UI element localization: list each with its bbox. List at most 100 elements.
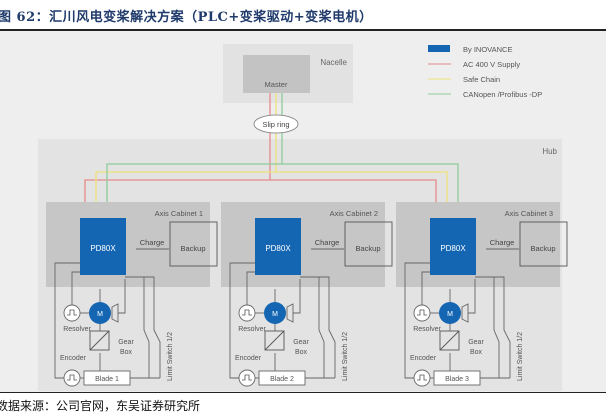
charge-label: Charge [315, 238, 340, 247]
blade-label: Blade 2 [270, 376, 294, 383]
encoder-label: Encoder [235, 355, 262, 362]
resolver-icon [413, 304, 431, 322]
figure-caption: 图 62：汇川风电变桨解决方案（PLC+变桨驱动+变桨电机） [0, 10, 373, 25]
cabinet-panel [46, 202, 210, 287]
canopen-line [106, 163, 459, 218]
cabinet-title: Axis Cabinet 1 [155, 209, 203, 218]
brake-wire [118, 279, 126, 314]
gearbox-label-1: Gear [118, 339, 134, 346]
pitch-system-diagram: Nacelle Master Hub Slip ring By INOVANCE… [0, 31, 606, 392]
gearbox-diagonal [89, 330, 110, 351]
encoder-icon [413, 369, 431, 387]
drive-label: PD80X [440, 244, 466, 253]
top-divider [0, 29, 606, 31]
blade-label: Blade 1 [95, 376, 119, 383]
cabinet-title: Axis Cabinet 2 [330, 209, 378, 218]
motor-icon [264, 302, 286, 324]
cabinet-panel [396, 202, 560, 287]
drive-label: PD80X [265, 244, 291, 253]
legend-label: AC 400 V Supply [463, 60, 520, 69]
cabinet-title: Axis Cabinet 3 [505, 209, 553, 218]
motor-label: M [97, 311, 103, 318]
pulse-glyph-icon [242, 309, 252, 316]
blade-box [258, 370, 306, 386]
cabinet-panel [221, 202, 385, 287]
legend: By INOVANCE AC 400 V Supply Safe Chain C… [428, 45, 542, 99]
source-note: 数据来源：公司官网，东吴证券研究所 [0, 399, 201, 413]
brake-wire [293, 279, 301, 314]
limit-switch-b-wire [125, 276, 161, 378]
resolver-icon [63, 304, 81, 322]
encoder-wire [404, 262, 430, 379]
blade-box [83, 370, 131, 386]
legend-label: Safe Chain [463, 75, 500, 84]
gearbox-label-1: Gear [293, 339, 309, 346]
resolver-label: Resolver [238, 326, 266, 333]
limit-switch-b-wire [475, 276, 511, 378]
blade-box [433, 370, 481, 386]
encoder-wire [54, 262, 80, 379]
encoder-wire [229, 262, 255, 379]
backup-label: Backup [355, 244, 380, 253]
bottom-divider [0, 392, 606, 393]
encoder-label: Encoder [410, 355, 437, 362]
motor-label: M [447, 311, 453, 318]
charge-label: Charge [490, 238, 515, 247]
legend-label: By INOVANCE [463, 45, 512, 54]
brake-wire [468, 279, 476, 314]
gearbox-label-1: Gear [468, 339, 484, 346]
slip-ring-label: Slip ring [262, 120, 289, 129]
master-label: Master [265, 80, 288, 89]
slip-ring [253, 114, 299, 134]
gearbox-diagonal [264, 330, 285, 351]
brake-icon [286, 303, 294, 323]
backup-label: Backup [530, 244, 555, 253]
nacelle-label: Nacelle [320, 58, 347, 67]
master-box [243, 55, 310, 93]
gearbox-label-2: Box [470, 349, 483, 356]
gearbox-icon [439, 330, 460, 351]
brake-icon [111, 303, 119, 323]
backup-label: Backup [180, 244, 205, 253]
encoder-icon [63, 369, 81, 387]
drive-label: PD80X [90, 244, 116, 253]
pulse-glyph-icon [417, 374, 427, 381]
motor-icon [439, 302, 461, 324]
limit-switch-b-wire [300, 276, 336, 378]
backup-box [519, 221, 568, 267]
limit-switch-label: Limit Switch 1/2 [517, 332, 524, 381]
pulse-glyph-icon [67, 374, 77, 381]
backup-box [344, 221, 393, 267]
resolver-icon [238, 304, 256, 322]
charge-label: Charge [140, 238, 165, 247]
legend-label: CANopen /Profibus -DP [463, 90, 542, 99]
resolver-label: Resolver [63, 326, 91, 333]
limit-switch-label: Limit Switch 1/2 [342, 332, 349, 381]
gearbox-label-2: Box [120, 349, 133, 356]
resolver-label: Resolver [413, 326, 441, 333]
encoder-label: Encoder [60, 355, 87, 362]
gearbox-diagonal [439, 330, 460, 351]
backup-box [169, 221, 218, 267]
pulse-glyph-icon [417, 309, 427, 316]
pd80x-drive [80, 218, 126, 275]
encoder-icon [238, 369, 256, 387]
brake-icon [461, 303, 469, 323]
gearbox-label-2: Box [295, 349, 308, 356]
ac-supply-line [84, 179, 437, 218]
hub-label: Hub [542, 147, 557, 156]
pulse-glyph-icon [242, 374, 252, 381]
pd80x-drive [255, 218, 301, 275]
blade-label: Blade 3 [445, 376, 469, 383]
limit-switch-label: Limit Switch 1/2 [167, 332, 174, 381]
motor-icon [89, 302, 111, 324]
safe-chain-line [95, 171, 448, 218]
gearbox-icon [264, 330, 285, 351]
pd80x-drive [430, 218, 476, 275]
legend-swatch-inovance [428, 45, 450, 52]
motor-label: M [272, 311, 278, 318]
pulse-glyph-icon [67, 309, 77, 316]
